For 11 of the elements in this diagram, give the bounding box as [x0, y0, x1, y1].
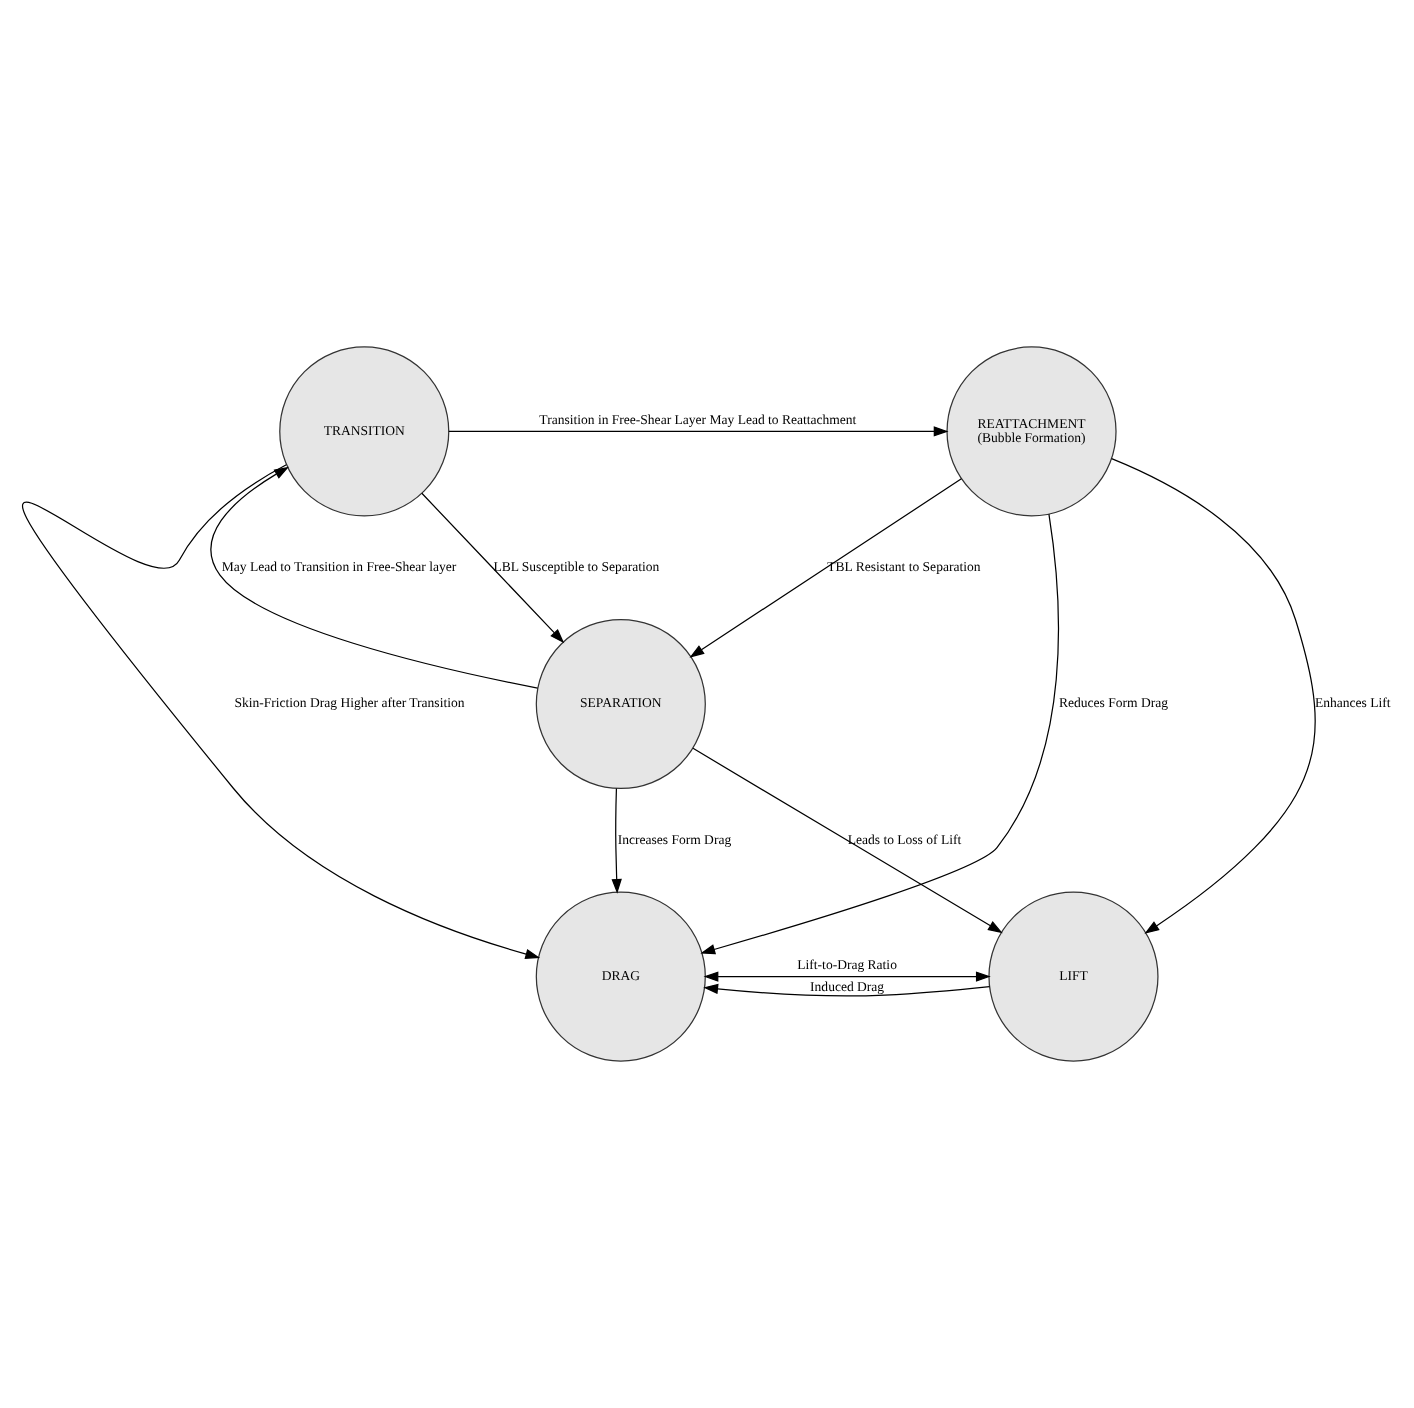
arrow [700, 513, 1059, 955]
arrow [421, 492, 565, 644]
arrow [703, 971, 991, 982]
arrow [1111, 458, 1316, 934]
arrow [689, 478, 962, 658]
arrow [703, 983, 991, 997]
arrow [210, 466, 539, 689]
arrow [611, 787, 622, 894]
arrow [692, 747, 1003, 934]
arrow [448, 426, 949, 437]
arrow [23, 464, 541, 960]
